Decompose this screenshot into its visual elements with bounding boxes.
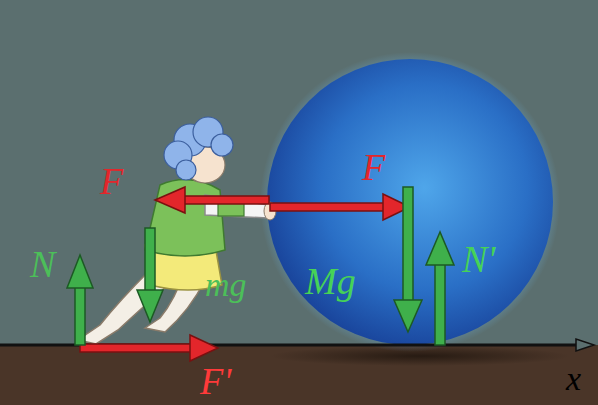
force-arrow bbox=[67, 255, 93, 345]
force-arrow bbox=[137, 228, 163, 322]
ball-glow bbox=[260, 52, 560, 352]
force-arrow bbox=[426, 232, 454, 345]
force-label: F bbox=[362, 148, 385, 186]
force-label: N' bbox=[462, 240, 495, 278]
force-arrow bbox=[155, 187, 269, 213]
force-label: F bbox=[100, 162, 123, 200]
axis-arrowhead bbox=[576, 339, 594, 351]
force-arrow bbox=[270, 194, 410, 220]
ball bbox=[267, 59, 553, 345]
ground bbox=[0, 345, 598, 405]
force-label: mg bbox=[205, 268, 247, 302]
force-arrow bbox=[394, 187, 422, 332]
child-figure bbox=[78, 117, 276, 344]
force-arrow bbox=[80, 335, 218, 361]
force-label: F' bbox=[200, 362, 231, 400]
axis-label: x bbox=[566, 362, 581, 396]
force-label: Mg bbox=[305, 262, 356, 300]
force-label: N bbox=[30, 245, 55, 283]
